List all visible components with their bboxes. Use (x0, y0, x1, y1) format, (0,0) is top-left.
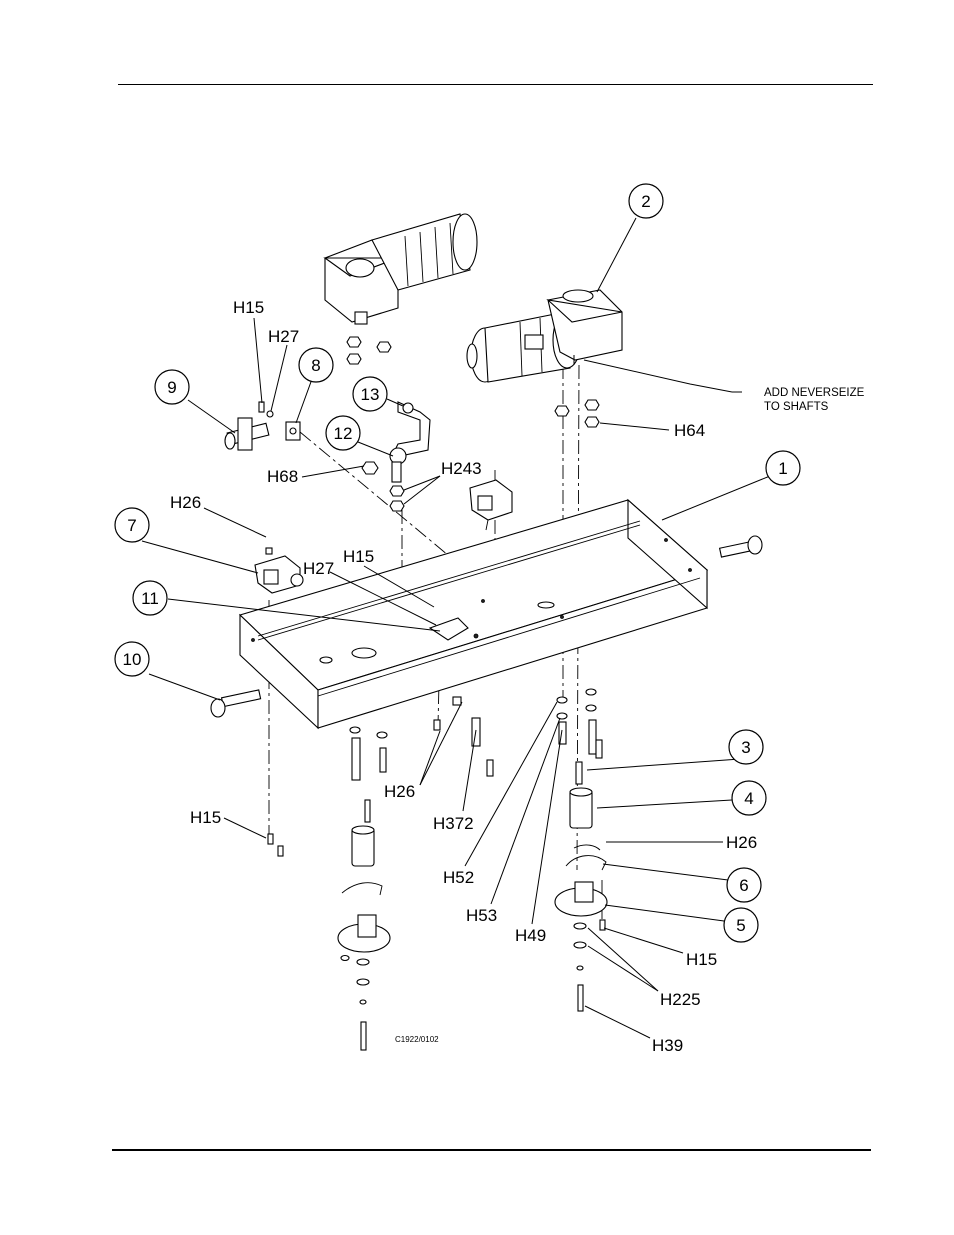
svg-text:2: 2 (641, 192, 650, 211)
h243-nut (389, 485, 405, 497)
svg-text:3: 3 (741, 738, 750, 757)
svg-text:9: 9 (167, 378, 176, 397)
rod-end-part (389, 401, 431, 483)
hose-fitting-part (224, 417, 270, 451)
neverseize-note-line2: TO SHAFTS (764, 401, 829, 413)
svg-text:12: 12 (334, 424, 353, 443)
solenoid-valve-part (469, 479, 513, 531)
base-channel-part (238, 498, 709, 730)
callout-7: 7 (114, 507, 150, 543)
h15-screw (258, 401, 265, 413)
h68-nut (361, 461, 379, 475)
label-h27-top: H27 (268, 327, 299, 346)
label-h49: H49 (515, 926, 546, 945)
bracket-part (428, 617, 469, 641)
callout-9: 9 (154, 369, 190, 405)
label-h15-mid: H15 (343, 547, 374, 566)
header-rule (118, 84, 873, 85)
label-h26-bottom: H26 (384, 782, 415, 801)
motor-nut-set (346, 336, 600, 428)
svg-text:7: 7 (127, 516, 136, 535)
svg-text:13: 13 (361, 385, 380, 404)
callout-11: 11 (132, 580, 168, 616)
callout-5: 5 (723, 907, 759, 943)
callout-1: 1 (765, 450, 801, 486)
label-h53: H53 (466, 906, 497, 925)
solenoid-valve-7-part (254, 547, 304, 594)
hose-clamp-part (285, 421, 301, 441)
svg-text:8: 8 (311, 356, 320, 375)
gear-motor-part (466, 289, 623, 383)
callout-4: 4 (731, 780, 767, 816)
label-h26-left: H26 (170, 493, 201, 512)
callout-13: 13 (352, 376, 388, 412)
left-cam-assembly (337, 799, 391, 1051)
callout-12: 12 (325, 415, 361, 451)
gear-motor-rear-part (323, 213, 478, 325)
right-cam-assembly (554, 761, 608, 1012)
label-h372: H372 (433, 814, 474, 833)
h243-nut (389, 500, 405, 512)
callout-10: 10 (114, 641, 150, 677)
label-h225: H225 (660, 990, 701, 1009)
label-h27-mid: H27 (303, 559, 334, 578)
label-h64: H64 (674, 421, 705, 440)
svg-text:6: 6 (739, 876, 748, 895)
svg-text:4: 4 (744, 789, 753, 808)
label-h15-right: H15 (686, 950, 717, 969)
h27-washer (266, 410, 274, 418)
footer-rule (112, 1149, 871, 1151)
svg-text:10: 10 (123, 650, 142, 669)
neverseize-note-line1: ADD NEVERSEIZE (764, 387, 865, 399)
drawing-code: C1922/0102 (395, 1035, 439, 1044)
callout-3: 3 (728, 729, 764, 765)
label-h243: H243 (441, 459, 482, 478)
callout-2: 2 (628, 183, 664, 219)
svg-text:5: 5 (736, 916, 745, 935)
svg-text:1: 1 (778, 459, 787, 478)
label-h26-right: H26 (726, 833, 757, 852)
label-h68: H68 (267, 467, 298, 486)
right-bolt-part (718, 535, 763, 558)
label-h15-left: H15 (190, 808, 221, 827)
axis-line (437, 639, 441, 726)
callout-6: 6 (726, 867, 762, 903)
label-h15-top: H15 (233, 298, 264, 317)
callout-8: 8 (298, 347, 334, 383)
label-h39: H39 (652, 1036, 683, 1055)
label-h52: H52 (443, 868, 474, 887)
leader-lines (141, 217, 771, 1039)
hinge-bolt-part (210, 689, 262, 718)
svg-text:11: 11 (141, 589, 159, 608)
